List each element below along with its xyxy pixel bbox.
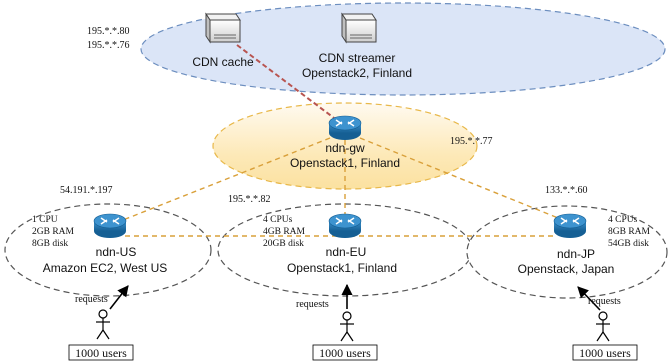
eu-name: ndn-EU bbox=[326, 245, 367, 259]
us-router-icon bbox=[93, 213, 127, 238]
cdn-ip-2: 195.*.*.76 bbox=[87, 40, 130, 51]
eu-cloud-label: Openstack1, Finland bbox=[287, 261, 397, 275]
eu-spec-ram: 4GB RAM bbox=[263, 227, 306, 237]
us-spec-ram: 2GB RAM bbox=[32, 227, 75, 237]
gw-cloud-label: Openstack1, Finland bbox=[290, 156, 400, 170]
jp-users-box: 1000 users bbox=[572, 344, 638, 361]
jp-name: ndn-JP bbox=[557, 247, 595, 261]
gateway-cloud bbox=[212, 102, 478, 190]
jp-spec-ram: 8GB RAM bbox=[608, 227, 651, 237]
us-requests-label: requests bbox=[75, 294, 108, 305]
eu-requests-label: requests bbox=[296, 299, 329, 310]
link-cdn-gw bbox=[236, 44, 335, 119]
us-ip: 54.191.*.197 bbox=[60, 185, 113, 196]
us-name: ndn-US bbox=[96, 245, 137, 259]
jp-ip: 133.*.*.60 bbox=[545, 185, 588, 196]
jp-cloud-label: Openstack, Japan bbox=[518, 262, 615, 276]
cdn-streamer-label: CDN streamer bbox=[319, 51, 396, 65]
us-cloud-label: Amazon EC2, West US bbox=[43, 261, 168, 275]
jp-requests-label: requests bbox=[588, 296, 621, 307]
us-spec-cpu: 1 CPU bbox=[32, 215, 58, 225]
gw-name: ndn-gw bbox=[325, 141, 365, 155]
jp-users-label: 1000 users bbox=[579, 346, 631, 360]
eu-spec-disk: 20GB disk bbox=[263, 239, 304, 249]
jp-user-icon bbox=[596, 311, 610, 342]
link-gw-jp bbox=[359, 137, 569, 223]
cdn-streamer-server-icon bbox=[341, 12, 377, 44]
jp-router-icon bbox=[553, 213, 587, 238]
link-gw-us bbox=[117, 137, 331, 223]
us-cloud bbox=[4, 203, 212, 297]
us-users-label: 1000 users bbox=[75, 346, 127, 360]
cdn-cache-label: CDN cache bbox=[192, 55, 254, 69]
jp-spec-disk: 54GB disk bbox=[608, 239, 649, 249]
us-users-box: 1000 users bbox=[68, 344, 134, 361]
us-user-icon bbox=[96, 309, 110, 340]
eu-users-box: 1000 users bbox=[312, 344, 378, 361]
gw-router-icon bbox=[328, 115, 362, 140]
jp-request-arrow bbox=[577, 286, 601, 311]
cdn-cache-server-icon bbox=[205, 12, 241, 44]
us-spec-disk: 8GB disk bbox=[32, 239, 68, 249]
eu-users-label: 1000 users bbox=[319, 346, 371, 360]
gw-ip: 195.*.*.77 bbox=[450, 136, 493, 147]
eu-user-icon bbox=[340, 311, 354, 342]
eu-ip: 195.*.*.82 bbox=[228, 194, 271, 205]
jp-spec-cpu: 4 CPUs bbox=[608, 215, 638, 225]
us-request-arrow bbox=[109, 285, 129, 310]
eu-router-icon bbox=[328, 213, 362, 238]
jp-cloud bbox=[466, 205, 668, 299]
eu-spec-cpu: 4 CPUs bbox=[263, 215, 293, 225]
cdn-ip-1: 195.*.*.80 bbox=[87, 26, 130, 37]
cdn-cloud-label: Openstack2, Finland bbox=[302, 66, 412, 80]
